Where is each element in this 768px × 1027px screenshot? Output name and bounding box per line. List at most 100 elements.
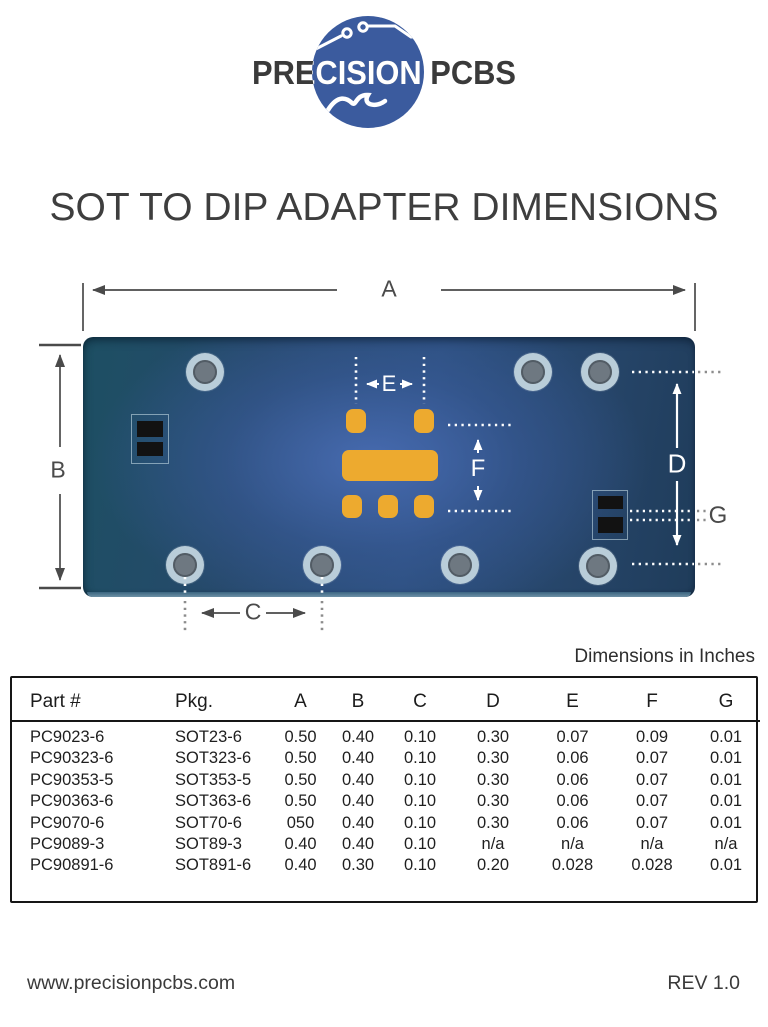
- dimension-cell: 0.40: [284, 856, 317, 875]
- dimension-cell: 0.10: [403, 749, 437, 768]
- column-header: E: [533, 678, 612, 722]
- part-number-cell: PC9023-6: [30, 728, 105, 746]
- dimension-cell: 0.40: [341, 749, 375, 768]
- part-number-cell: PC9070-6: [30, 813, 105, 832]
- table-row: PC90891-6 SOT891-6 0.40 0.30 0.10 0.20 0.028 0.…: [12, 855, 760, 876]
- dimension-cell: 0.01: [709, 813, 743, 832]
- dimension-cell: 0.50: [284, 770, 317, 789]
- package-cell: SOT323-6: [175, 749, 252, 768]
- dimension-cell: 0.01: [709, 728, 743, 746]
- smd-pad: [598, 517, 623, 533]
- dimension-cell: 0.06: [556, 749, 589, 768]
- part-number-cell: PC90363-6: [30, 792, 114, 811]
- dimension-cell: 0.40: [341, 728, 375, 746]
- smd-pad: [598, 496, 623, 509]
- package-cell: SOT891-6: [175, 856, 252, 875]
- page-title: SOT TO DIP ADAPTER DIMENSIONS: [49, 186, 719, 229]
- dimension-cell: 0.30: [476, 728, 510, 746]
- dim-label-a: A: [381, 275, 397, 302]
- dimension-cell: 0.028: [631, 856, 673, 875]
- part-number-cell: PC90323-6: [30, 749, 114, 768]
- dimension-cell: 0.30: [476, 813, 510, 832]
- dim-label-d: D: [667, 448, 687, 479]
- dimension-cell: 0.10: [403, 835, 437, 854]
- column-header: G: [692, 678, 760, 722]
- dimension-cell: 0.40: [284, 835, 317, 854]
- dimension-cell: n/a: [561, 835, 584, 854]
- dimension-cell: 0.07: [635, 792, 669, 811]
- table-row: PC90363-6 SOT363-6 0.50 0.40 0.10 0.30 0.06 0.0…: [12, 791, 760, 812]
- sot-footprint-body: [342, 450, 438, 481]
- column-header: F: [612, 678, 692, 722]
- website-url: www.precisionpcbs.com: [27, 972, 236, 994]
- dimension-cell: 0.10: [403, 770, 437, 789]
- dimension-cell: n/a: [640, 835, 664, 854]
- dimension-cell: 0.30: [476, 792, 510, 811]
- table-row: PC9070-6 SOT70-6 050 0.40 0.10 0.30 0.06 0.07 0.…: [12, 813, 760, 834]
- logo-graphic: PRECISION PCBS PRECISION PCBS: [252, 16, 516, 128]
- dimension-cell: 0.01: [709, 792, 743, 811]
- dimension-cell: 0.028: [551, 856, 594, 875]
- package-cell: SOT23-6: [175, 728, 242, 746]
- smd-pad: [137, 442, 163, 456]
- smd-pad: [137, 421, 163, 437]
- dimension-cell: 0.30: [341, 856, 375, 875]
- sot-footprint-pad: [414, 409, 434, 433]
- dimension-cell: 0.50: [284, 792, 317, 811]
- dimension-cell: 0.10: [403, 792, 437, 811]
- sot-footprint-pad: [346, 409, 366, 433]
- dimension-cell: 0.30: [476, 770, 510, 789]
- wave-icon: [325, 92, 388, 113]
- revision-label: REV 1.0: [667, 972, 740, 994]
- dimension-cell: 0.40: [341, 813, 375, 832]
- dim-label-c: C: [244, 598, 262, 625]
- package-cell: SOT363-6: [175, 792, 252, 811]
- dimension-cell: 0.01: [709, 856, 743, 875]
- dimension-cell: 0.10: [403, 813, 437, 832]
- part-number-cell: PC9089-3: [30, 835, 105, 854]
- sot-footprint-pad: [414, 495, 434, 518]
- column-header: A: [272, 678, 329, 722]
- smd-component-outline: [131, 414, 169, 464]
- dimension-cell: 0.06: [556, 792, 589, 811]
- dimension-cell: 0.01: [709, 770, 743, 789]
- dimension-cell: 0.07: [635, 813, 669, 832]
- dimension-cell: 0.07: [635, 749, 669, 768]
- through-hole-pad: [303, 546, 341, 584]
- logo-text: PRECISION PCBS: [252, 54, 516, 91]
- dimension-cell: n/a: [714, 835, 738, 854]
- dimension-cell: 0.40: [341, 792, 375, 811]
- dimension-cell: 0.01: [709, 749, 743, 768]
- package-cell: SOT353-5: [175, 770, 252, 789]
- dim-label-b: B: [50, 456, 66, 483]
- dim-label-g: G: [708, 502, 728, 529]
- dimension-cell: 050: [286, 813, 315, 832]
- through-hole-pad: [186, 353, 224, 391]
- dimension-cell: 0.10: [403, 728, 437, 746]
- sot-footprint-pad: [378, 495, 398, 518]
- dimension-cell: 0.07: [556, 728, 589, 746]
- through-hole-pad: [166, 546, 204, 584]
- dimension-cell: 0.06: [556, 813, 589, 832]
- through-hole-pad: [579, 547, 617, 585]
- part-number-cell: PC90891-6: [30, 856, 114, 875]
- package-cell: SOT89-3: [175, 835, 242, 854]
- dimension-cell: 0.50: [284, 749, 317, 768]
- table-row: PC90323-6 SOT323-6 0.50 0.40 0.10 0.30 0.06 0.0…: [12, 748, 760, 769]
- dimension-cell: 0.20: [476, 856, 510, 875]
- dimension-cell: 0.06: [556, 770, 589, 789]
- precision-pcbs-logo: PRECISION PCBS PRECISION PCBS: [244, 8, 524, 140]
- column-header: C: [387, 678, 453, 722]
- through-hole-pad: [441, 546, 479, 584]
- dimension-cell: 0.40: [341, 835, 375, 854]
- dimension-cell: 0.30: [476, 749, 510, 768]
- through-hole-pad: [581, 353, 619, 391]
- dimension-cell: 0.10: [403, 856, 437, 875]
- logo-text-outline: PRECISION PCBS: [252, 54, 516, 91]
- package-cell: SOT70-6: [175, 813, 242, 832]
